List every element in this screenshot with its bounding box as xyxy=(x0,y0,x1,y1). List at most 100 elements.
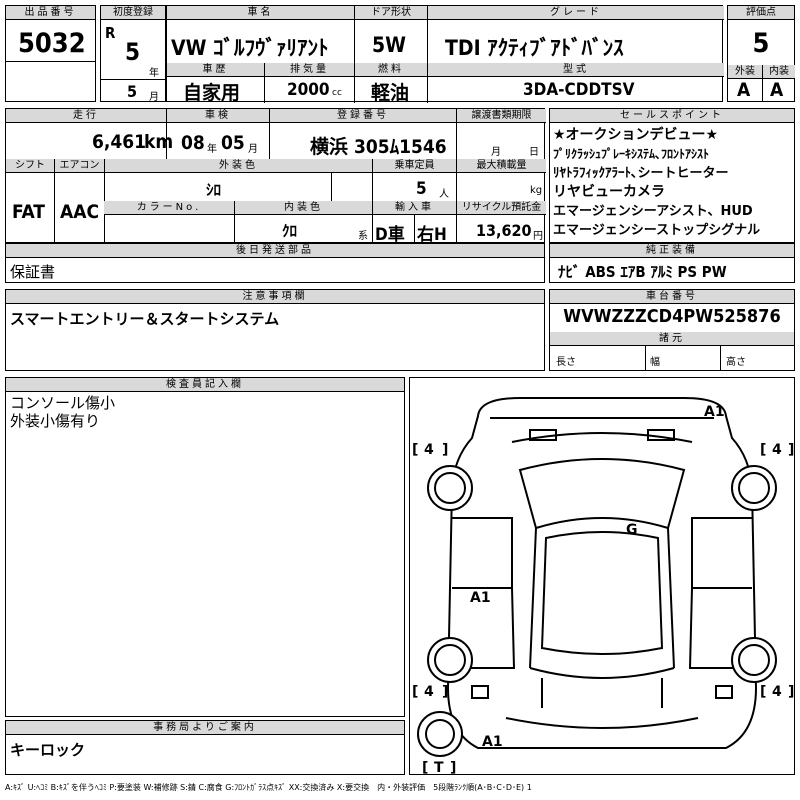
recycle-unit: 円 xyxy=(533,231,543,242)
lot-label: 出品番号 xyxy=(6,6,95,20)
era: R xyxy=(105,24,116,42)
mileage-label: 走行 xyxy=(6,109,166,123)
svg-text:[: [ xyxy=(760,684,766,700)
color-no-label: カラーNo. xyxy=(104,201,234,215)
svg-text:]: ] xyxy=(442,442,448,458)
notes-box: 注意事項欄 スマートエントリー＆スタートシステム xyxy=(5,289,545,371)
sales-point-line: リヤビューカメラ xyxy=(553,184,665,200)
sales-point-label: セールスポイント xyxy=(550,109,794,123)
sales-point-line: ﾘﾔﾄﾗﾌｨｯｸｱﾗｰﾄ､シートヒーター xyxy=(553,166,729,181)
svg-text:[: [ xyxy=(422,760,428,774)
svg-text:[: [ xyxy=(412,442,418,458)
shift-label: シフト xyxy=(6,159,54,173)
import-type: D車 xyxy=(375,225,405,245)
max-load-unit: kg xyxy=(530,185,543,196)
ext-color: ｼﾛ xyxy=(206,181,222,199)
model: 3DA-CDDTSV xyxy=(523,80,635,100)
details-box: 走行 車検 登録番号 譲渡書類期限 6,461 km 08 年 05 月 横浜 … xyxy=(5,108,546,245)
equipment-box: 純正装備 ﾅﾋﾞ ABS ｴｱB ｱﾙﾐ PS PW xyxy=(549,243,795,283)
inspector-line: コンソール傷小 xyxy=(10,394,116,412)
displacement: 2000 xyxy=(287,80,330,100)
office-box: 事務局よりご案内 キーロック xyxy=(5,720,405,775)
car-name: VW ｺﾞﾙﾌｳﾞｧﾘｱﾝﾄ xyxy=(171,36,329,60)
sales-point-line: エマージェンシーストップシグナル xyxy=(553,223,761,238)
chassis-box: 車台番号 WVWZZZCD4PW525876 諸元 長さ 幅 高さ xyxy=(549,289,795,371)
svg-text:]: ] xyxy=(788,684,794,700)
mileage-unit: km xyxy=(144,131,174,153)
notes-label: 注意事項欄 xyxy=(6,290,544,304)
sales-point-box: セールスポイント ★オークションデビュー★ ﾌﾟﾘｸﾗｯｼｭﾌﾟﾚｰｷｼｽﾃﾑ､… xyxy=(549,108,795,243)
inspector-label: 検査員記入欄 xyxy=(6,378,404,392)
fuel-label: 燃料 xyxy=(354,63,427,77)
svg-text:[: [ xyxy=(760,442,766,458)
equipment-label: 純正装備 xyxy=(550,244,794,258)
later-parts-label: 後日発送部品 xyxy=(6,244,544,258)
legend: A:ｷｽﾞ U:ﾍｺﾐ B:ｷｽﾞを伴うﾍｺﾐ P:要塗装 W:補修跡 S:錆 … xyxy=(5,783,532,792)
capacity-label: 乗車定員 xyxy=(372,159,456,173)
inspection-month: 05 xyxy=(221,132,245,154)
int-color: ｸﾛ xyxy=(282,222,298,240)
history-label: 車歴 xyxy=(167,63,264,77)
later-parts: 保証書 xyxy=(10,263,56,281)
month-unit: 月 xyxy=(149,92,159,103)
score-label: 評価点 xyxy=(728,6,794,20)
inspector-line: 外装小傷有り xyxy=(10,412,101,430)
lot-box: 出品番号 5032 xyxy=(5,5,96,102)
import-label: 輸入車 xyxy=(372,201,456,215)
svg-text:]: ] xyxy=(450,760,456,774)
tire-depth: 4 xyxy=(424,442,434,458)
door-type: 5W xyxy=(372,33,406,57)
office-label: 事務局よりご案内 xyxy=(6,721,404,735)
office-note: キーロック xyxy=(10,741,86,759)
equipment: ﾅﾋﾞ ABS ｴｱB ｱﾙﾐ PS PW xyxy=(558,263,727,281)
first-reg-year: 5 xyxy=(125,38,141,66)
fuel: 軽油 xyxy=(371,82,410,104)
year-unit: 年 xyxy=(149,68,159,79)
mileage: 6,461 xyxy=(92,131,147,153)
displacement-label: 排気量 xyxy=(264,63,354,77)
later-parts-box: 後日発送部品 保証書 xyxy=(5,243,545,283)
tire-depth: 4 xyxy=(772,442,782,458)
capacity: 5 xyxy=(416,179,427,199)
svg-text:]: ] xyxy=(788,442,794,458)
shift: FAT xyxy=(12,201,45,223)
inspection-year: 08 xyxy=(181,132,205,154)
ext-grade-label: 外装 xyxy=(728,65,762,79)
transfer-label: 譲渡書類期限 xyxy=(456,109,546,123)
first-reg-label: 初度登録 xyxy=(101,6,165,20)
specs-label: 諸元 xyxy=(550,332,794,346)
transfer-day-unit: 日 xyxy=(529,147,539,158)
registration-label: 登録番号 xyxy=(269,109,456,123)
int-grade: A xyxy=(770,79,784,101)
sales-point-line: ﾌﾟﾘｸﾗｯｼｭﾌﾟﾚｰｷｼｽﾃﾑ､ﾌﾛﾝﾄｱｼｽﾄ xyxy=(553,147,710,161)
damage-mark: G xyxy=(626,522,638,538)
ext-grade: A xyxy=(737,79,751,101)
int-grade-label: 内装 xyxy=(762,65,795,79)
chassis-number: WVWZZZCD4PW525876 xyxy=(563,306,781,327)
inspection-label: 車検 xyxy=(166,109,269,123)
svg-text:[: [ xyxy=(412,684,418,700)
score-value: 5 xyxy=(752,28,770,59)
lot-number: 5032 xyxy=(18,28,86,59)
car-diagram-box: A1 G A1 A1 [4] [4] [4] [4] [T] xyxy=(409,377,795,775)
steering: 右H xyxy=(417,225,447,245)
sales-point-line: エマージェンシーアシスト、HUD xyxy=(553,204,753,219)
inspection-year-unit: 年 xyxy=(207,144,217,155)
tire-depth: 4 xyxy=(772,684,782,700)
registration-number: 横浜 305ﾑ1546 xyxy=(310,136,447,158)
chassis-label: 車台番号 xyxy=(550,290,794,304)
capacity-unit: 人 xyxy=(439,189,449,200)
door-label: ドア形状 xyxy=(354,6,427,20)
car-diagram: A1 G A1 A1 [4] [4] [4] [4] [T] xyxy=(412,397,794,774)
spec-height-label: 高さ xyxy=(726,357,746,368)
spec-width-label: 幅 xyxy=(650,357,660,368)
int-color-suffix: 系 xyxy=(358,231,368,242)
spare-tire: T xyxy=(434,760,444,774)
score-box: 評価点 5 外装 内装 A A xyxy=(727,5,795,102)
aircon-label: エアコン xyxy=(54,159,104,173)
displacement-unit: cc xyxy=(332,88,342,98)
damage-mark: A1 xyxy=(704,404,725,420)
grade: TDI ｱｸﾃｨﾌﾞｱﾄﾞﾊﾞﾝｽ xyxy=(445,36,624,60)
transfer-month-unit: 月 xyxy=(491,147,501,158)
first-registration-box: 初度登録 R 5 年 5 月 xyxy=(100,5,166,103)
